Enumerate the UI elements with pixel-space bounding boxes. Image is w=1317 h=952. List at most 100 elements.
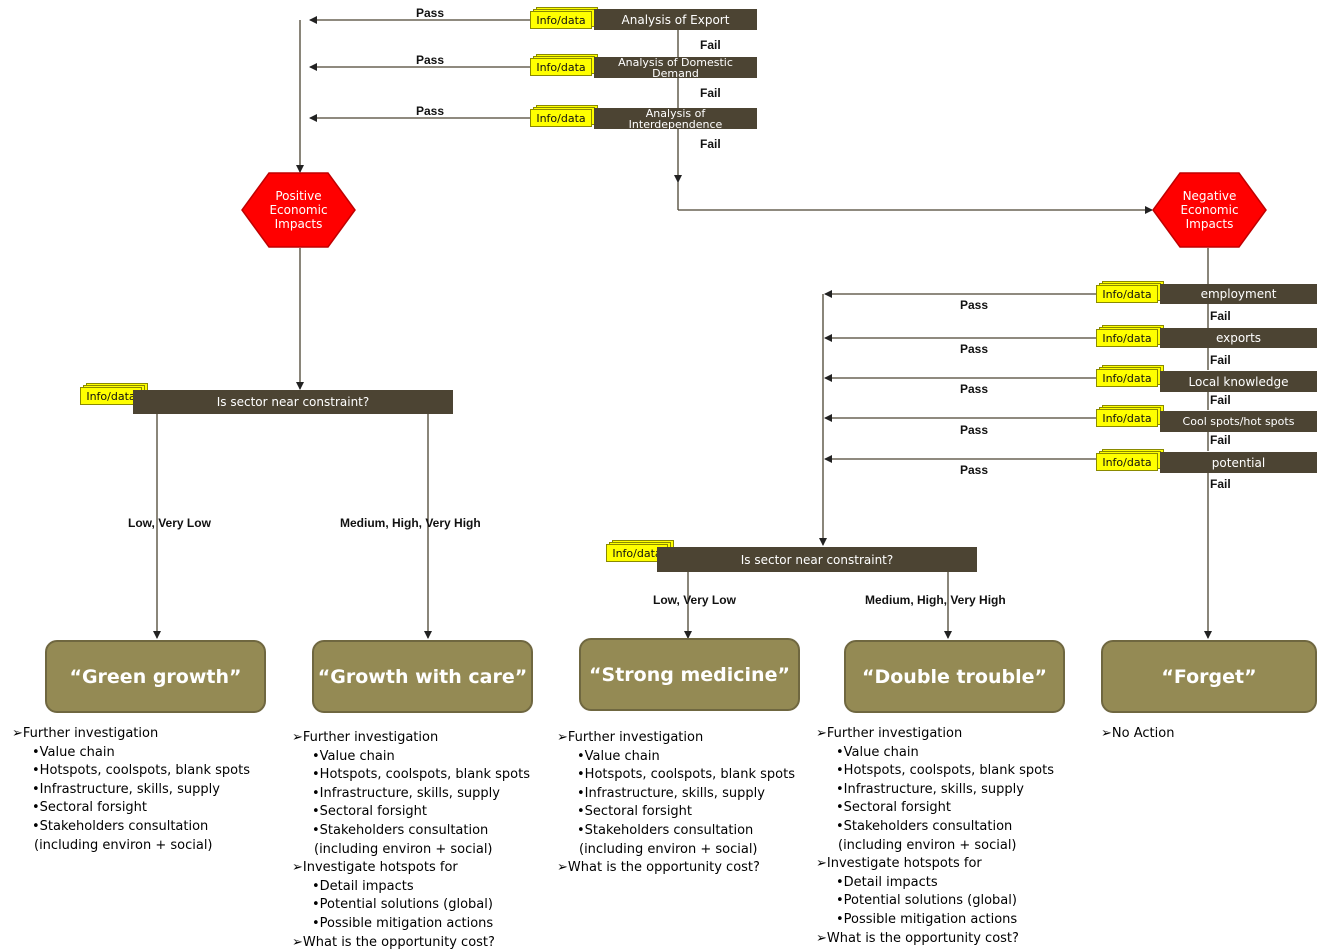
test-bar-cool-hot-spots[interactable]: Cool spots/hot spots — [1160, 411, 1317, 432]
negative-impacts-hexagon: Negative Economic Impacts — [1152, 172, 1267, 248]
pass-label: Pass — [960, 298, 989, 312]
note-item: Potential solutions (global) — [816, 892, 1054, 911]
note-heading: Further investigation — [292, 729, 530, 748]
info-data-icon: Info/data — [1096, 325, 1166, 351]
test-bar-interdependence[interactable]: Analysis of Interdependence — [594, 108, 757, 129]
positive-impacts-hexagon: Positive Economic Impacts — [241, 172, 356, 248]
note-item: Value chain — [557, 748, 795, 767]
info-data-icon: Info/data — [530, 54, 600, 80]
outcome-strong-medicine[interactable]: “Strong medicine” — [579, 638, 800, 711]
constraint-bar-right[interactable]: Is sector near constraint? — [657, 547, 977, 572]
pass-label: Pass — [960, 463, 989, 477]
outcome-growth-with-care[interactable]: “Growth with care” — [312, 640, 533, 713]
branch-label-low: Low, Very Low — [128, 516, 211, 530]
test-label: Analysis of Interdependence — [628, 108, 723, 129]
fail-label: Fail — [1210, 477, 1231, 491]
pass-label: Pass — [416, 104, 445, 118]
test-bar-employment[interactable]: employment — [1160, 284, 1317, 304]
note-item: (including environ + social) — [34, 837, 213, 853]
constraint-bar-left[interactable]: Is sector near constraint? — [133, 390, 453, 414]
outcome-notes-strong-medicine: Further investigationValue chainHotspots… — [557, 729, 795, 878]
note-item: Value chain — [292, 748, 530, 767]
outcome-notes-green-growth: Further investigationValue chainHotspots… — [12, 725, 250, 855]
info-data-icon: Info/data — [80, 383, 150, 409]
note-item: (including environ + social) — [838, 837, 1017, 853]
note-item: Value chain — [816, 744, 1054, 763]
branch-label-high: Medium, High, Very High — [340, 516, 481, 530]
hexagon-label: Negative Economic Impacts — [1180, 189, 1239, 231]
note-item: Stakeholders consultation — [292, 822, 530, 841]
fail-label: Fail — [1210, 309, 1231, 323]
note-heading: Further investigation — [12, 725, 250, 744]
note-heading: Investigate hotspots for — [816, 855, 1054, 874]
fail-label: Fail — [1210, 353, 1231, 367]
note-item: Hotspots, coolspots, blank spots — [816, 762, 1054, 781]
note-item: Stakeholders consultation — [816, 818, 1054, 837]
outcome-label: “Green growth” — [69, 665, 242, 688]
test-bar-domestic-demand[interactable]: Analysis of Domestic Demand — [594, 57, 757, 78]
note-item: Sectoral forsight — [292, 803, 530, 822]
note-item: Stakeholders consultation — [12, 818, 250, 837]
note-heading: No Action — [1101, 725, 1175, 744]
note-heading: Investigate hotspots for — [292, 859, 530, 878]
test-label: Local knowledge — [1188, 374, 1289, 389]
note-heading: What is the opportunity cost? — [816, 930, 1054, 949]
outcome-notes-forget: No Action — [1101, 725, 1175, 744]
test-bar-potential[interactable]: potential — [1160, 452, 1317, 473]
note-heading: What is the opportunity cost? — [292, 934, 530, 952]
pass-label: Pass — [960, 382, 989, 396]
info-data-icon: Info/data — [606, 540, 676, 566]
note-item: Hotspots, coolspots, blank spots — [292, 766, 530, 785]
test-label: potential — [1211, 455, 1266, 470]
info-data-icon: Info/data — [530, 7, 600, 33]
constraint-label: Is sector near constraint? — [740, 552, 894, 567]
note-item: Infrastructure, skills, supply — [12, 781, 250, 800]
fail-label: Fail — [700, 86, 721, 100]
info-data-icon: Info/data — [530, 105, 600, 131]
note-item: Infrastructure, skills, supply — [557, 785, 795, 804]
note-item: Sectoral forsight — [12, 799, 250, 818]
outcome-forget[interactable]: “Forget” — [1101, 640, 1317, 713]
info-data-icon: Info/data — [1096, 449, 1166, 475]
outcome-label: “Double trouble” — [862, 665, 1047, 688]
note-item: Value chain — [12, 744, 250, 763]
info-data-icon: Info/data — [1096, 281, 1166, 307]
note-item: (including environ + social) — [579, 841, 758, 857]
test-bar-local-knowledge[interactable]: Local knowledge — [1160, 371, 1317, 392]
fail-label: Fail — [700, 38, 721, 52]
test-bar-exports[interactable]: exports — [1160, 328, 1317, 348]
test-label: Analysis of Export — [621, 12, 730, 27]
note-heading: What is the opportunity cost? — [557, 859, 795, 878]
note-item: Sectoral forsight — [816, 799, 1054, 818]
outcome-notes-double-trouble: Further investigationValue chainHotspots… — [816, 725, 1054, 948]
hexagon-shape — [1152, 172, 1267, 248]
test-label: exports — [1215, 331, 1262, 345]
note-item: Hotspots, coolspots, blank spots — [12, 762, 250, 781]
test-label: employment — [1200, 287, 1277, 301]
fail-label: Fail — [1210, 433, 1231, 447]
note-item: Detail impacts — [292, 878, 530, 897]
branch-label-low: Low, Very Low — [653, 593, 736, 607]
note-item: Infrastructure, skills, supply — [816, 781, 1054, 800]
hexagon-shape — [241, 172, 356, 248]
note-item: Stakeholders consultation — [557, 822, 795, 841]
outcome-label: “Forget” — [1161, 665, 1257, 688]
fail-label: Fail — [1210, 393, 1231, 407]
fail-label: Fail — [700, 137, 721, 151]
note-item: (including environ + social) — [314, 841, 493, 857]
note-item: Possible mitigation actions — [816, 911, 1054, 930]
info-data-icon: Info/data — [1096, 405, 1166, 431]
test-label: Analysis of Domestic Demand — [618, 57, 733, 78]
test-label: Cool spots/hot spots — [1182, 414, 1295, 428]
note-item: Detail impacts — [816, 874, 1054, 893]
outcome-green-growth[interactable]: “Green growth” — [45, 640, 266, 713]
note-item: Potential solutions (global) — [292, 896, 530, 915]
hexagon-label: Positive Economic Impacts — [269, 189, 328, 231]
note-item: Infrastructure, skills, supply — [292, 785, 530, 804]
outcome-double-trouble[interactable]: “Double trouble” — [844, 640, 1065, 713]
test-bar-export[interactable]: Analysis of Export — [594, 9, 757, 30]
info-data-icon: Info/data — [1096, 365, 1166, 391]
note-heading: Further investigation — [816, 725, 1054, 744]
